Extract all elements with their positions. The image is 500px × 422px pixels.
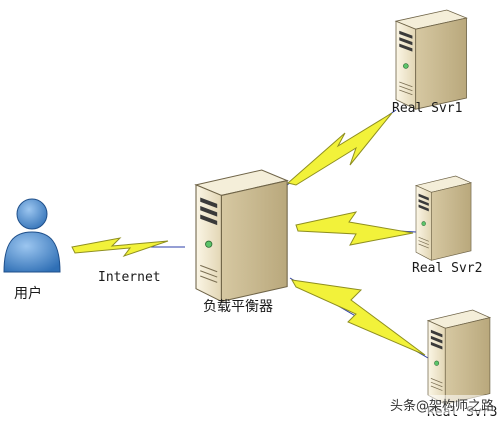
lightning-bolt-icon [71,237,169,257]
real-svr1-server-icon [395,9,467,110]
real-svr2-label: Real Svr2 [412,261,483,276]
lightning-bolt-icon [286,112,393,186]
internet-label: Internet [98,270,161,285]
load-balancer-server-icon [195,169,288,302]
load-balancer-label: 负载平衡器 [203,299,273,315]
real-svr3-server-icon [427,309,491,405]
user-icon [3,198,61,273]
user-label: 用户 [14,286,42,302]
lightning-bolt-icon [295,211,414,246]
watermark-text: 头条@架构师之路 [389,395,494,414]
lightning-bolt-icon [291,279,426,356]
real-svr2-server-icon [415,175,472,261]
real-svr1-label: Real Svr1 [392,101,463,116]
